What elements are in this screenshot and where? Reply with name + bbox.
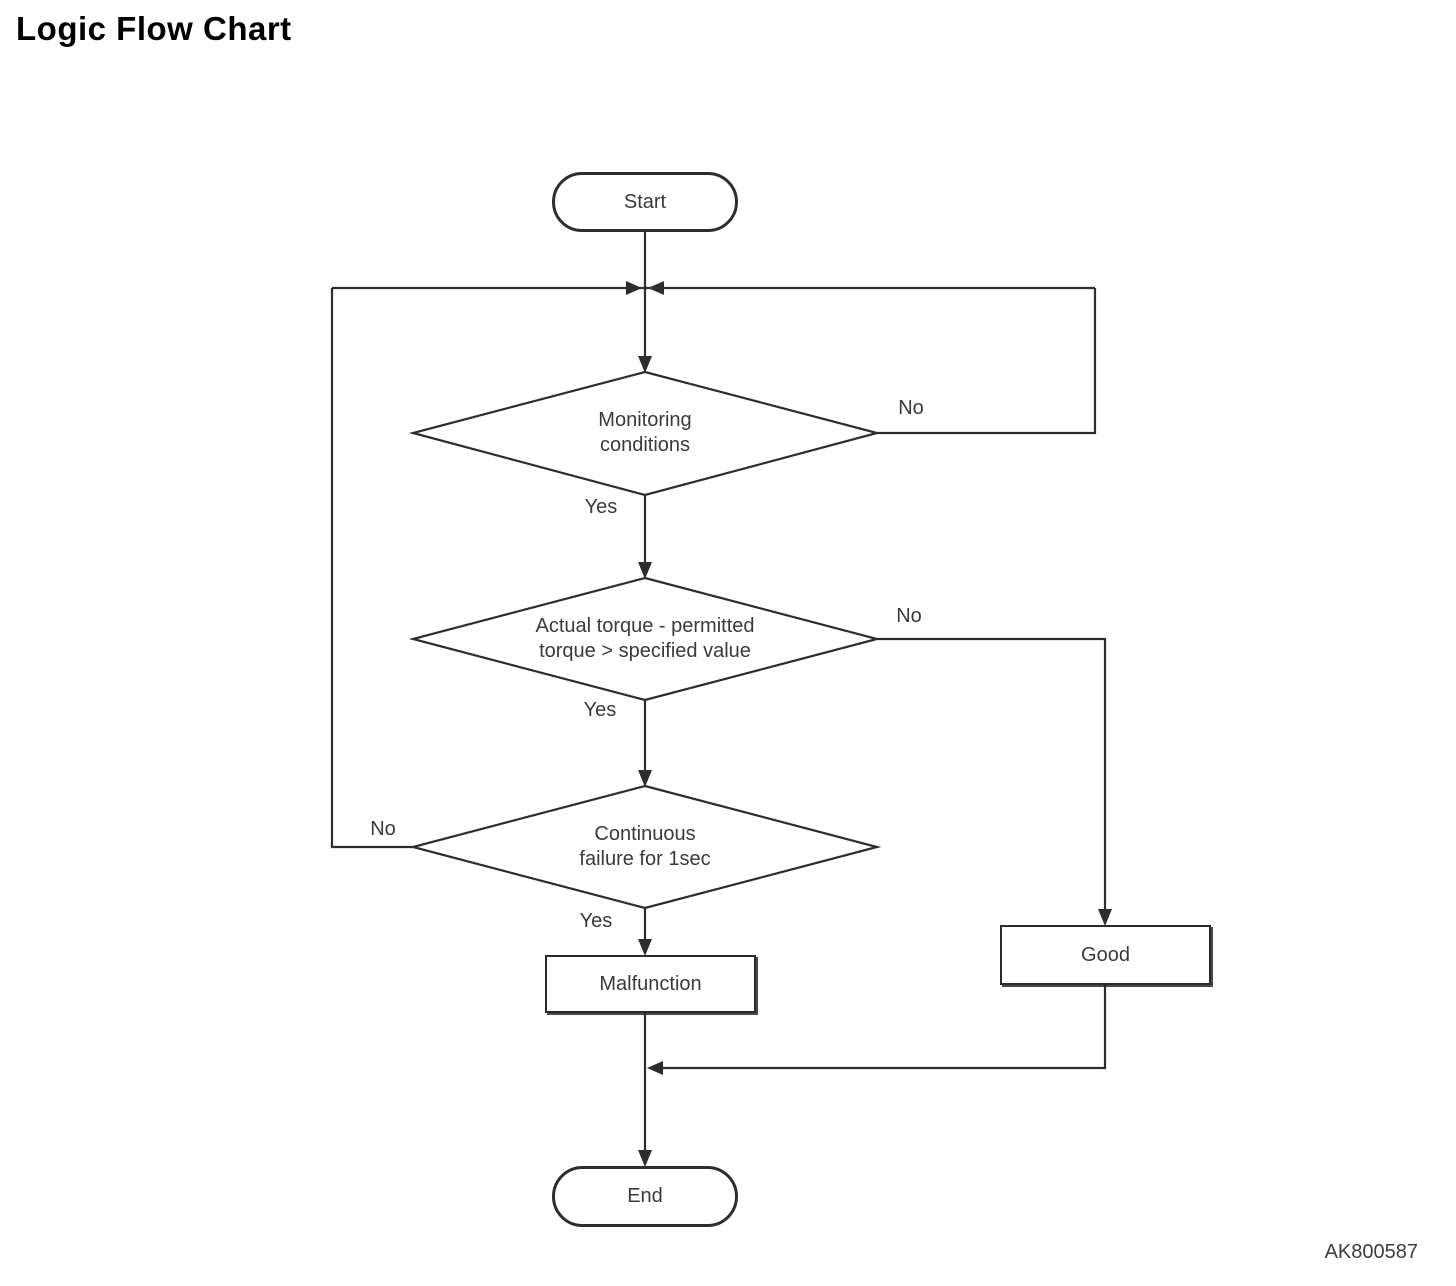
edge-label-torque-no: No (896, 605, 922, 627)
arrowhead-into-continuous (638, 770, 652, 787)
end-node: End (552, 1166, 738, 1227)
end-node-label: End (627, 1185, 663, 1207)
edge-label-monitoring-yes: Yes (584, 496, 618, 518)
page-title: Logic Flow Chart (16, 10, 292, 47)
malfunction-node: Malfunction (545, 955, 756, 1013)
arrowhead-merge-left (647, 1061, 663, 1075)
arrowhead-into-monitoring (638, 356, 652, 373)
arrowhead-into-good (1098, 909, 1112, 926)
good-node-label: Good (1081, 943, 1130, 966)
edge-torque-no (877, 637, 1107, 911)
start-node: Start (552, 172, 738, 232)
decision-torque-label: Actual torque - permitted torque > speci… (535, 615, 755, 662)
edge-label-continuous-no: No (370, 818, 396, 840)
start-node-label: Start (623, 190, 667, 213)
arrowhead-into-malfunction (638, 939, 652, 956)
decision-monitoring-label: Monitoring conditions (598, 409, 692, 456)
arrowhead-junction-from-left (626, 281, 642, 295)
decision-monitoring-diamond (408, 370, 882, 497)
edge-monitoring-no (877, 288, 1097, 435)
malfunction-node-label: Malfunction (599, 972, 702, 995)
decision-continuous-diamond (408, 784, 882, 910)
good-node: Good (1000, 925, 1211, 985)
reference-code: AK800587 (1324, 1241, 1418, 1263)
arrowhead-junction-from-right (648, 281, 664, 295)
edge-continuous-no (330, 288, 413, 849)
edge-label-monitoring-no: No (898, 397, 924, 419)
decision-torque-diamond (408, 576, 882, 702)
arrowhead-into-end (638, 1150, 652, 1167)
decision-continuous-label: Continuous failure for 1sec (579, 823, 711, 870)
edge-label-continuous-yes: Yes (579, 910, 613, 932)
edge-label-torque-yes: Yes (583, 699, 617, 721)
edge-good-to-merge (663, 985, 1107, 1070)
arrowhead-into-torque (638, 562, 652, 579)
